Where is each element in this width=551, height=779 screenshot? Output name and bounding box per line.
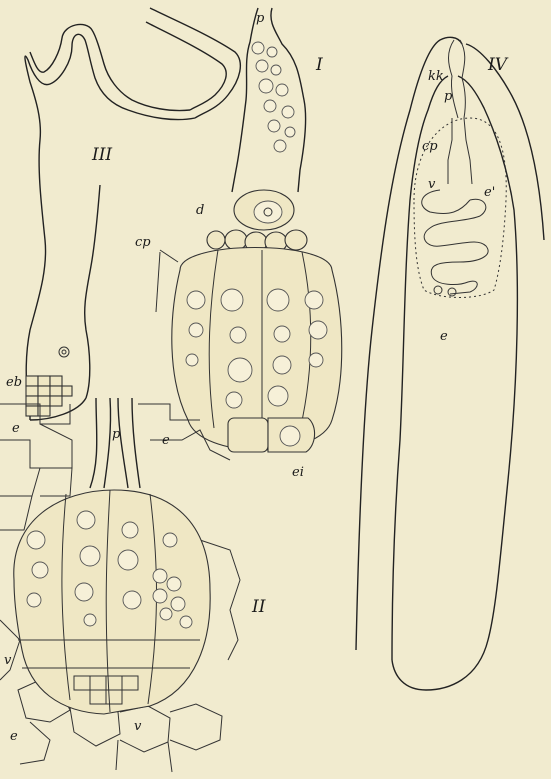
label-e-prime-iv: e' [484,185,495,200]
label-figure-iv: IV [487,55,509,75]
label-v-left: v [4,653,12,668]
label-kk: kk [428,69,444,84]
label-v-bottom: v [134,719,142,734]
figure-ii-suspensor-tube [90,398,140,488]
label-cp-iv: cp [422,139,438,154]
label-e-left: e [12,421,20,436]
figure-ii-embryo [14,490,210,714]
label-figure-ii: II [251,597,266,617]
label-p-iv: p [444,89,453,104]
label-e-bottom: e [10,729,18,744]
figure-iii-embryo-cells [26,376,72,416]
suspensor-vacuoles [252,42,295,152]
figure-iv-seed [356,37,544,690]
cp-leader-2 [156,252,160,312]
label-p-top: p [256,11,265,26]
label-p-mid: p [112,427,121,442]
label-d: d [196,203,204,218]
label-e-right: e [162,433,170,448]
label-eb: eb [6,375,22,390]
label-figure-iii: III [91,145,112,165]
label-e-iv: e [440,329,448,344]
label-ei: ei [292,465,304,480]
label-v-iv: v [428,177,436,192]
cp-leader-1 [160,250,178,262]
label-figure-i: I [315,55,323,75]
label-cp: cp [135,235,151,250]
figure-i-proembryo [172,248,342,453]
